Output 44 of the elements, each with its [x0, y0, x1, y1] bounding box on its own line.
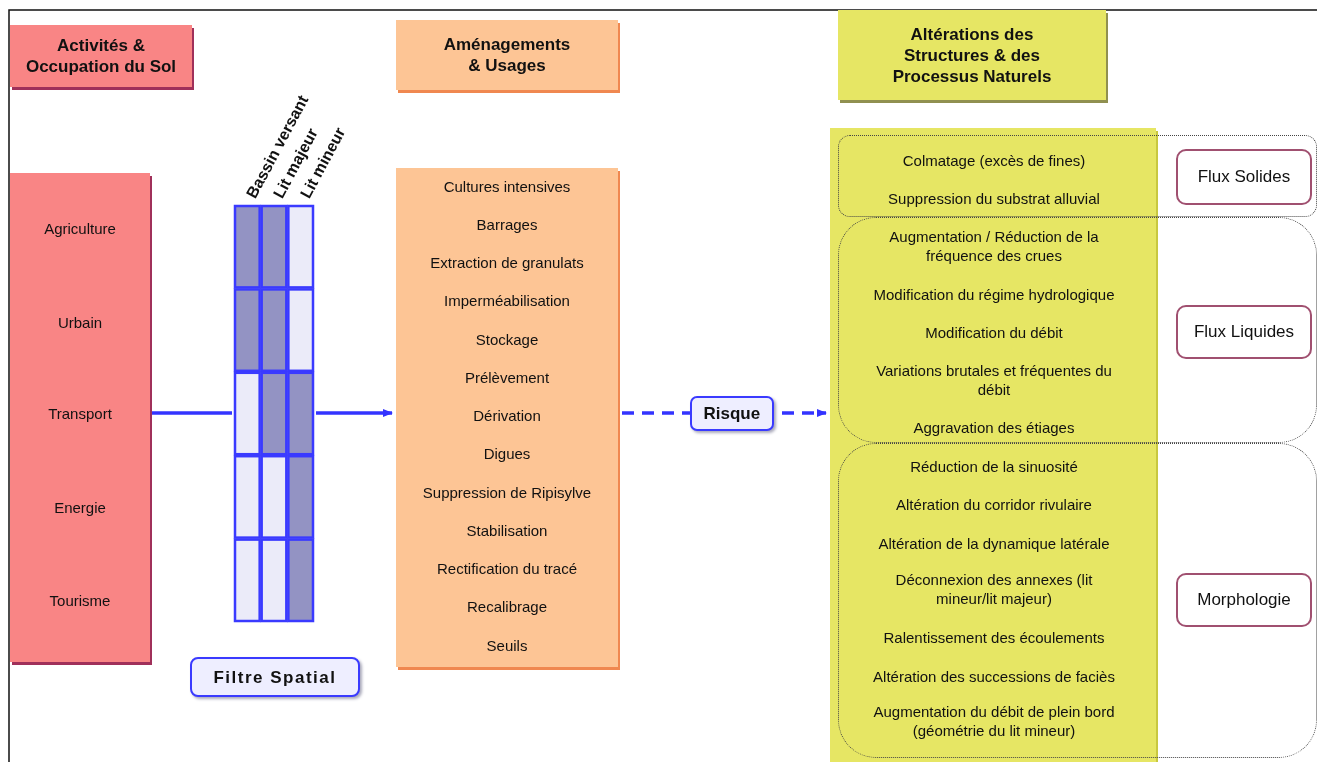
list-item: Prélèvement	[463, 367, 551, 387]
list-item: Cultures intensives	[442, 176, 572, 196]
header-box: Altérations des Structures & des Processus Naturels	[838, 10, 1106, 100]
list-item: Augmentation / Réduction de la fréquence des crues	[888, 227, 1100, 265]
list-item: Modification du débit	[924, 322, 1064, 342]
list-item: Variations brutales et fréquentes du débit	[875, 361, 1113, 399]
list-item: Recalibrage	[465, 596, 548, 616]
list-item: Urbain	[56, 312, 104, 332]
list-item: Stockage	[474, 329, 540, 349]
arrow	[316, 409, 393, 417]
list-item: Tourisme	[48, 590, 112, 610]
list-item: Agriculture	[43, 218, 117, 238]
list-item: Extraction de granulats	[429, 252, 585, 272]
header-box: Aménagements & Usages	[396, 20, 618, 90]
list-item: Augmentation du débit de plein bord (géométrie du lit mineur)	[872, 702, 1116, 740]
header-box: Activités & Occupation du Sol	[10, 25, 192, 87]
list-item: Digues	[482, 443, 532, 463]
list-item: Imperméabilisation	[443, 290, 571, 310]
list-item: Stabilisation	[465, 520, 549, 540]
filter-label-box: Filtre Spatial	[190, 657, 360, 697]
list-item: Aggravation des étiages	[912, 417, 1076, 437]
list-item: Suppression du substrat alluvial	[887, 188, 1101, 208]
category-box: Flux Liquides	[1176, 305, 1312, 359]
alteration-panel	[830, 128, 1156, 762]
list-item: Altération des successions de faciès	[872, 666, 1116, 686]
activity-panel	[10, 173, 150, 662]
list-item: Ralentissement des écoulements	[882, 627, 1106, 647]
list-item: Rectification du tracé	[435, 558, 579, 578]
list-item: Transport	[47, 403, 113, 423]
edge-label: Risque	[689, 395, 775, 431]
usage-panel	[396, 168, 618, 667]
category-box: Morphologie	[1176, 573, 1312, 627]
list-item: Colmatage (excès de fines)	[901, 150, 1087, 170]
list-item: Dérivation	[472, 405, 542, 425]
list-item: Barrages	[475, 214, 539, 234]
list-item: Altération de la dynamique latérale	[877, 533, 1111, 553]
list-item: Altération du corridor rivulaire	[895, 494, 1093, 514]
list-item: Seuils	[485, 635, 529, 655]
list-item: Suppression de Ripisylve	[421, 482, 593, 502]
category-box: Flux Solides	[1176, 149, 1312, 205]
list-item: Modification du régime hydrologique	[872, 284, 1116, 304]
list-item: Energie	[53, 497, 107, 517]
list-item: Réduction de la sinuosité	[909, 456, 1079, 476]
list-item: Déconnexion des annexes (lit mineur/lit majeur)	[894, 570, 1094, 608]
